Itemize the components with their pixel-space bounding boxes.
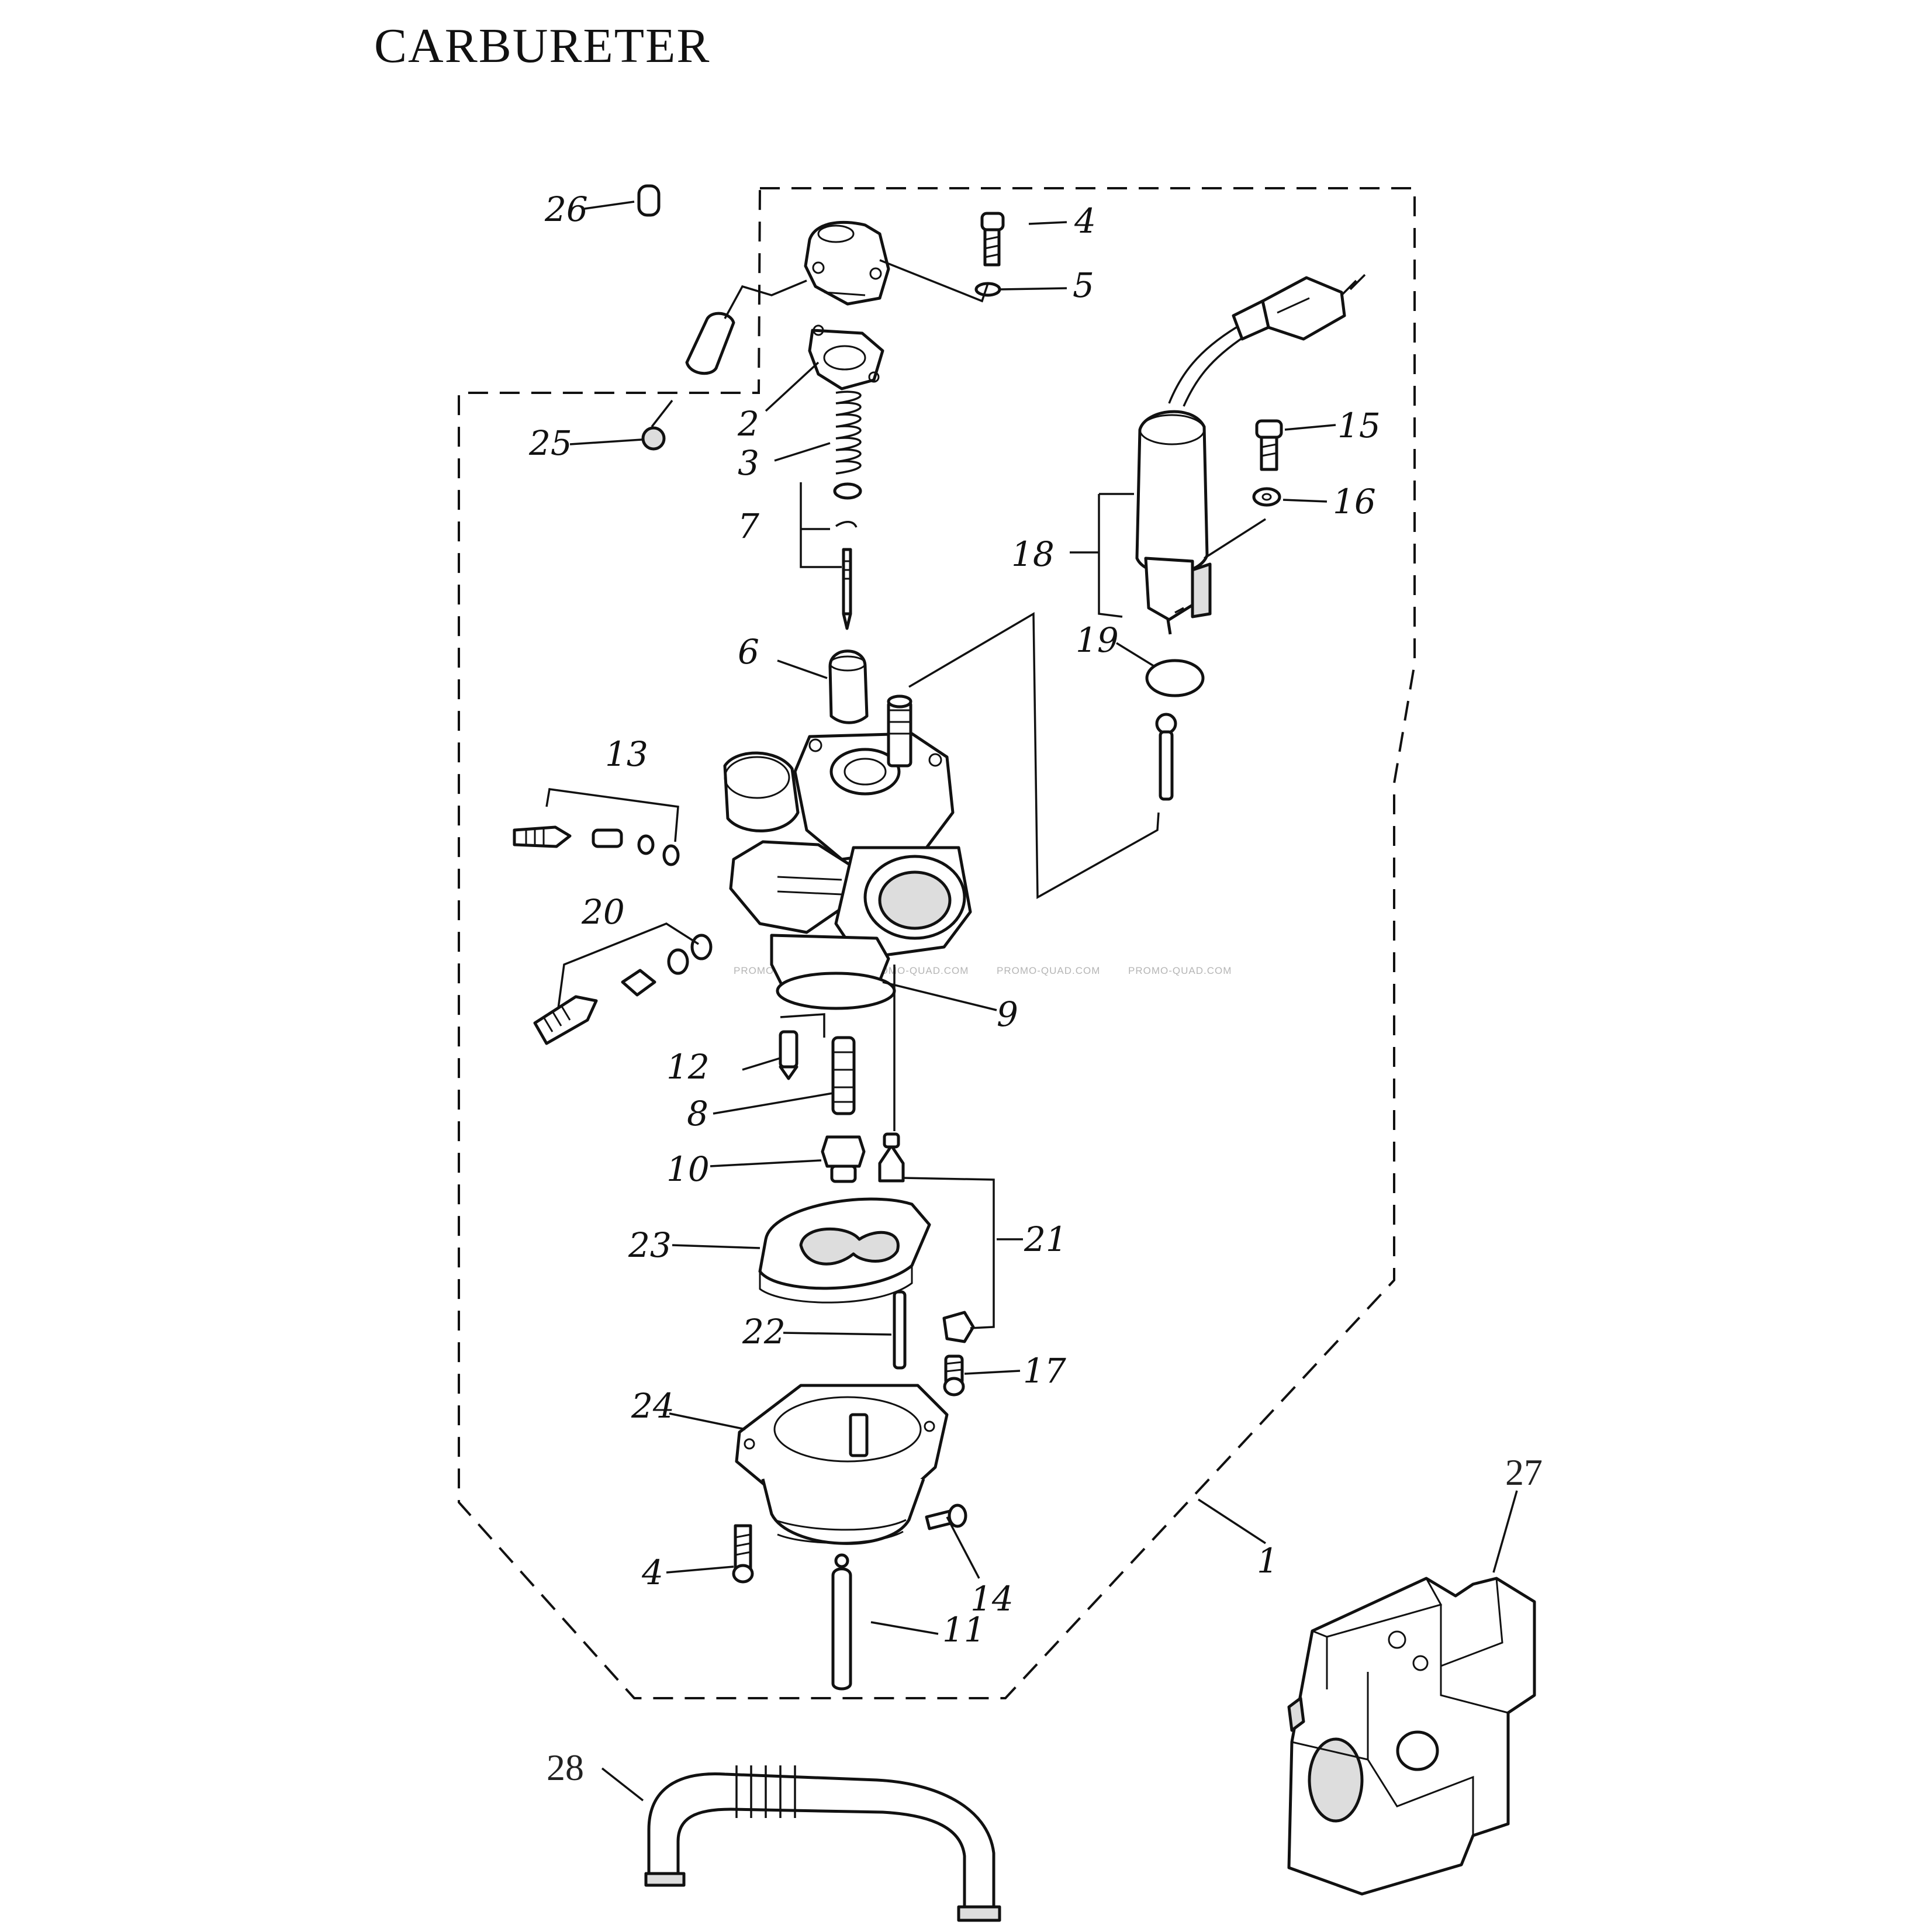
part-label-23: 23 — [628, 1225, 672, 1265]
part-7-needle-set — [833, 482, 862, 630]
diagram-title: CARBURETER — [374, 19, 711, 73]
part-19-oring — [1145, 659, 1205, 697]
part-21-float-valve — [903, 1177, 995, 1343]
part-28-hose — [644, 1765, 1001, 1922]
part-label-11: 11 — [942, 1610, 986, 1650]
part-label-24: 24 — [631, 1386, 675, 1426]
part-26-cap — [637, 184, 661, 217]
part-27-airbox — [1287, 1577, 1536, 1896]
part-label-15: 15 — [1337, 406, 1381, 445]
part-23-float — [758, 1197, 931, 1304]
part-17-screw — [943, 1354, 965, 1397]
part-12-jet — [779, 1030, 798, 1080]
part-label-6: 6 — [738, 632, 759, 672]
part-label-21: 21 — [1024, 1219, 1067, 1259]
part-label-25: 25 — [528, 423, 572, 463]
leader-starter-link — [908, 611, 1160, 899]
part-18-starter — [1135, 274, 1366, 635]
part-11-drain-tube — [831, 1567, 852, 1691]
part-label-3: 3 — [738, 443, 759, 483]
part-15-screw — [1255, 419, 1283, 471]
part-label-27: 27 — [1505, 1451, 1543, 1493]
part-label-13: 13 — [605, 734, 648, 774]
part-label-2: 2 — [737, 404, 759, 444]
part-10-main-jet — [821, 1135, 866, 1183]
part-label-17: 17 — [1023, 1351, 1066, 1391]
part-starter-plunger — [1155, 713, 1177, 801]
part-float-needle — [878, 1132, 905, 1183]
part-label-26: 26 — [544, 189, 588, 229]
assembly-boundary — [458, 187, 1416, 1699]
watermark-text-4: PROMO-QUAD.COM — [1128, 965, 1232, 976]
part-label-7: 7 — [738, 506, 759, 546]
part-2-gasket — [808, 324, 884, 390]
part-label-8: 8 — [687, 1094, 708, 1133]
watermark-text-3: PROMO-QUAD.COM — [997, 965, 1100, 976]
part-22-pin — [893, 1290, 907, 1370]
part-label-18: 18 — [1011, 534, 1055, 574]
part-16-washer — [1252, 487, 1281, 507]
part-label-14: 14 — [970, 1579, 1014, 1619]
part-label-16: 16 — [1333, 482, 1376, 521]
part-label-4-top: 4 — [1074, 201, 1096, 241]
leader-lines — [569, 201, 1518, 1802]
part-label-12: 12 — [666, 1047, 710, 1087]
part-label-10: 10 — [666, 1149, 710, 1189]
part-label-20: 20 — [581, 892, 625, 932]
part-label-19: 19 — [1076, 620, 1119, 660]
part-13-screw-set — [513, 788, 680, 866]
watermark-text-2: PROMO-QUAD.COM — [865, 965, 969, 976]
part-label-4-bottom: 4 — [641, 1553, 663, 1592]
part-25-tube — [641, 312, 735, 451]
part-label-22: 22 — [742, 1312, 786, 1352]
part-label-5: 5 — [1073, 265, 1094, 305]
part-6-slide — [828, 649, 869, 724]
part-20-pilot-set — [533, 922, 713, 1045]
carburetor-body — [723, 694, 972, 1010]
part-4-screw-top — [980, 212, 1005, 267]
part-24-float-bowl — [735, 1384, 949, 1568]
part-14-drain-screw — [925, 1504, 967, 1530]
part-label-9: 9 — [997, 994, 1018, 1034]
part-label-28: 28 — [547, 1747, 584, 1788]
part-4-screw-bottom — [732, 1524, 754, 1584]
part-number-labels: 26 4 5 2 3 25 15 16 7 18 19 6 13 20 9 12… — [528, 189, 1543, 1788]
part-3-spring — [835, 390, 862, 475]
part-top-cover — [804, 220, 890, 306]
part-8-emulsion-tube — [831, 1036, 856, 1115]
part-label-1: 1 — [1257, 1541, 1278, 1581]
